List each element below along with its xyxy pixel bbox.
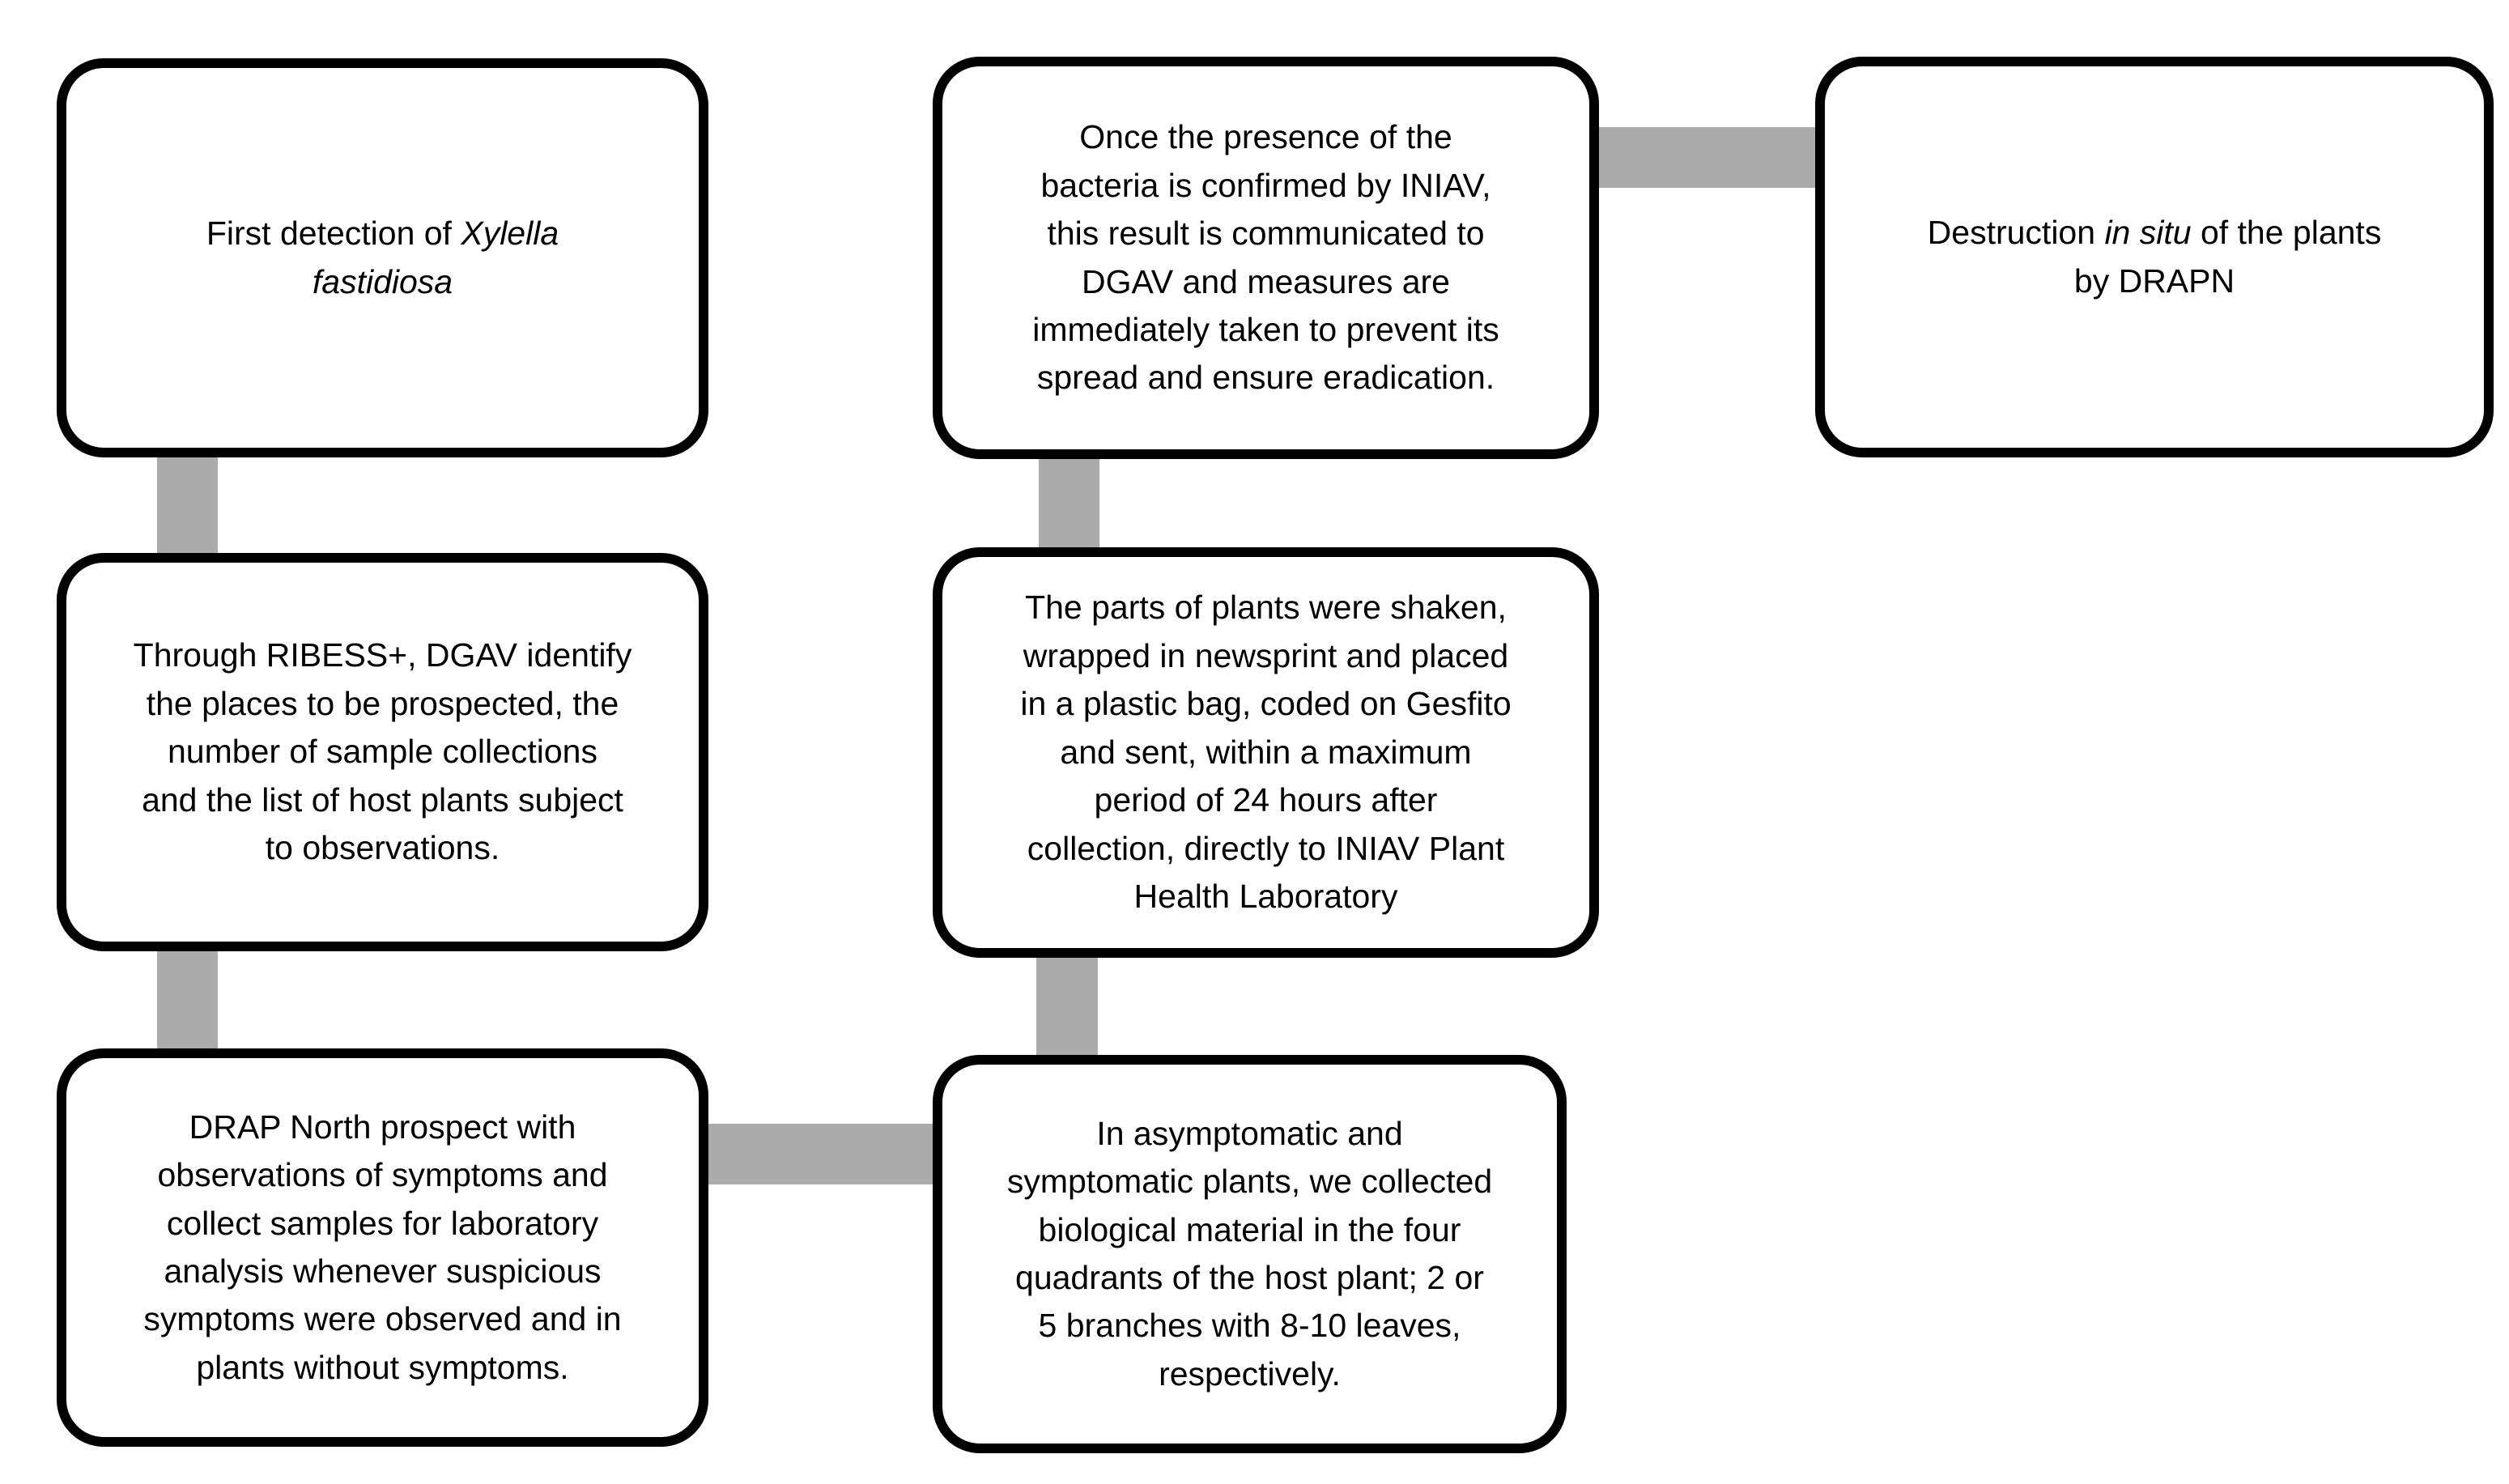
connector-dgav-ribess-to-drap-north bbox=[157, 946, 218, 1055]
flow-box-sample-shipping: The parts of plants were shaken,wrapped … bbox=[933, 547, 1599, 958]
connector-iniav-confirmation-to-destruction bbox=[1595, 127, 1822, 188]
connector-sample-shipping-to-iniav-confirmation bbox=[1039, 453, 1099, 555]
connector-first-detection-to-dgav-ribess bbox=[157, 449, 218, 559]
flow-box-sample-shipping-text: The parts of plants were shaken,wrapped … bbox=[1020, 589, 1512, 916]
connector-sample-collection-to-sample-shipping bbox=[1036, 947, 1098, 1061]
connector-drap-north-to-sample-collection bbox=[704, 1124, 939, 1184]
